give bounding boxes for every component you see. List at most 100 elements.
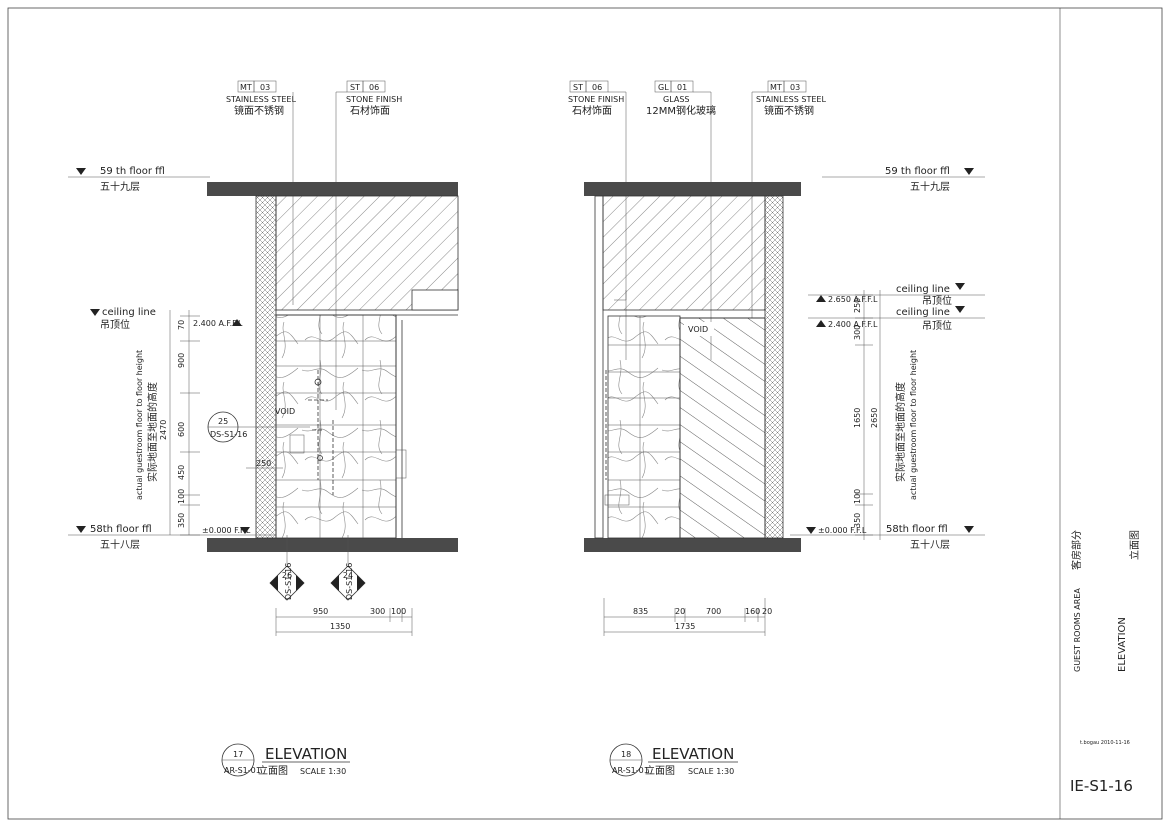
floor-59-en: 59 th floor ffl xyxy=(100,166,165,177)
title-cn: 立面图 xyxy=(258,764,288,777)
callout-num: 25 xyxy=(218,417,228,426)
ceiling2-cn: 吊顶位 xyxy=(922,319,952,332)
title-elevation-17: 17 AR-S1-01 ELEVATION 立面图 SCALE 1:30 xyxy=(221,743,350,777)
tag-en: STONE FINISH xyxy=(346,95,402,104)
level-floor-left: ±0.000 F.F.L xyxy=(202,526,251,535)
ceiling-void-right xyxy=(602,195,766,311)
title-num: 18 xyxy=(621,750,631,759)
dim-v-450: 450 xyxy=(177,465,186,480)
dim-v-100-right: 100 xyxy=(853,489,862,504)
void-label-left: VOID xyxy=(275,407,295,416)
tiny-note: t.bogau 2010-11-16 xyxy=(1080,740,1130,746)
floor-58-cn-right: 五十八层 xyxy=(910,538,950,551)
material-tag-mt03-left: MT 03 STAINLESS STEEL 镜面不锈钢 xyxy=(226,80,296,305)
tag-en: GLASS xyxy=(663,95,689,104)
title-num: 17 xyxy=(233,750,243,759)
dim-v-350: 350 xyxy=(177,513,186,528)
title-text: ELEVATION xyxy=(265,745,347,763)
section-num: 24 xyxy=(343,571,353,580)
tag-no: 03 xyxy=(790,83,800,92)
slab-bottom-right xyxy=(584,538,801,552)
tag-code: ST xyxy=(350,83,360,92)
dim-v-1650-right: 1650 xyxy=(853,408,862,428)
dim-v-300-right: 300 xyxy=(853,325,862,340)
stone-wall-left xyxy=(275,314,397,539)
tag-cn: 镜面不锈钢 xyxy=(764,104,814,117)
dim-v-2650-right: 2650 xyxy=(870,408,879,428)
dim-v-900: 900 xyxy=(177,353,186,368)
tag-code: GL xyxy=(658,83,669,92)
dim-h-300: 300 xyxy=(370,607,385,616)
level-2650: 2.650 A.F.F.L xyxy=(828,295,878,304)
tag-en: STAINLESS STEEL xyxy=(756,95,826,104)
floor-59-en-right: 59 th floor ffl xyxy=(885,166,950,177)
tag-cn: 12MM钢化玻璃 xyxy=(646,104,716,117)
callout-sheet: DS-S1-16 xyxy=(210,430,247,439)
vertical-label-cn-left: 实际地面至地面的高度 xyxy=(146,382,159,482)
drawing-number: IE-S1-16 xyxy=(1070,777,1133,795)
level-floor-right: ±0.000 F.F.L xyxy=(818,526,867,535)
dim-v-600: 600 xyxy=(177,422,186,437)
glass-panel xyxy=(679,317,766,539)
dim-h-160: 160 xyxy=(745,607,760,616)
floor-58-cn: 五十八层 xyxy=(100,538,140,551)
dim-h-1350: 1350 xyxy=(330,622,350,631)
title-scale: SCALE 1:30 xyxy=(688,767,734,776)
title-text: ELEVATION xyxy=(652,745,734,763)
slab-top-left xyxy=(207,182,458,196)
section-marker-24[interactable]: 24 DS-S1-16 xyxy=(330,535,366,601)
void-label-right: VOID xyxy=(688,325,708,334)
floor-58-en: 58th floor ffl xyxy=(90,524,152,535)
type-en: ELEVATION xyxy=(1117,617,1128,672)
title-sheet: AR-S1-01 xyxy=(224,766,261,775)
dim-h-100: 100 xyxy=(391,607,406,616)
tag-en: STONE FINISH xyxy=(568,95,624,104)
tag-en: STAINLESS STEEL xyxy=(226,95,296,104)
ceiling1-en: ceiling line xyxy=(896,284,950,295)
dim-v-100: 100 xyxy=(177,489,186,504)
title-sheet: AR-S1-01 xyxy=(612,766,649,775)
tag-code: ST xyxy=(573,83,583,92)
dim-250: 250 xyxy=(256,459,271,468)
vertical-label-en-left: actual guestroom floor to floor height xyxy=(135,350,144,500)
area-en: GUEST ROOMS AREA xyxy=(1073,588,1082,672)
dim-h-700: 700 xyxy=(706,607,721,616)
title-elevation-18: 18 AR-S1-01 ELEVATION 立面图 SCALE 1:30 xyxy=(609,743,738,777)
type-cn: 立面图 xyxy=(1128,530,1141,560)
tag-cn: 石材饰面 xyxy=(572,104,612,117)
dim-v-350-right: 350 xyxy=(853,513,862,528)
dim-v-2470: 2470 xyxy=(159,420,168,440)
detail-callout-25[interactable]: 25 DS-S1-16 xyxy=(207,411,310,443)
dim-v-70: 70 xyxy=(177,320,186,330)
section-sheet: DS-S1-16 xyxy=(284,563,293,600)
title-block: GUEST ROOMS AREA 客房部分 ELEVATION 立面图 t.bo… xyxy=(1070,530,1141,795)
tag-no: 06 xyxy=(592,83,602,92)
tag-cn: 镜面不锈钢 xyxy=(234,104,284,117)
dim-h-1735: 1735 xyxy=(675,622,695,631)
shower-fixtures-right xyxy=(604,290,630,506)
area-cn: 客房部分 xyxy=(1070,530,1083,570)
dim-h-950: 950 xyxy=(313,607,328,616)
tag-no: 06 xyxy=(369,83,379,92)
floor-59-cn-right: 五十九层 xyxy=(910,180,950,193)
dim-v-250-right: 250 xyxy=(853,298,862,313)
dim-h-20b: 20 xyxy=(762,607,772,616)
section-num: 26 xyxy=(282,571,292,580)
slab-bottom-left xyxy=(207,538,458,552)
section-marker-26[interactable]: 26 DS-S1-16 xyxy=(269,535,305,601)
shower-fixtures-left xyxy=(289,370,334,495)
elevation-17: MT 03 STAINLESS STEEL 镜面不锈钢 ST 06 STONE … xyxy=(68,80,459,777)
wall-left xyxy=(255,195,277,539)
ceiling1-cn: 吊顶位 xyxy=(922,294,952,307)
material-tag-gl01: GL 01 GLASS 12MM钢化玻璃 xyxy=(646,80,716,360)
title-scale: SCALE 1:30 xyxy=(300,767,346,776)
wall-right xyxy=(764,195,784,539)
tag-code: MT xyxy=(770,83,782,92)
tag-cn: 石材饰面 xyxy=(350,104,390,117)
vertical-label-en-right: actual guestroom floor to floor height xyxy=(909,350,918,500)
dim-h-835: 835 xyxy=(633,607,648,616)
floor-59-cn: 五十九层 xyxy=(100,180,140,193)
level-2400: 2.400 A.F.F.L xyxy=(828,320,878,329)
stone-wall-right xyxy=(607,315,681,539)
